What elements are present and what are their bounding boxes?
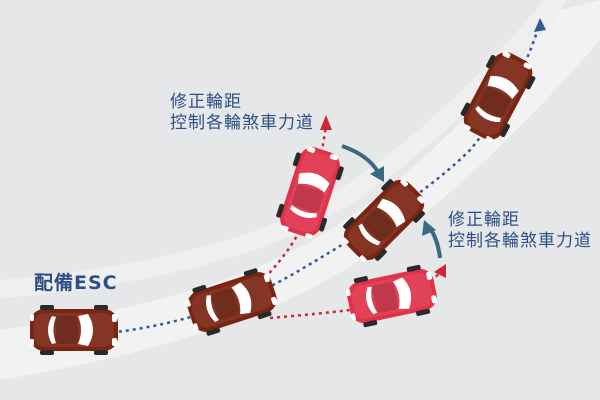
top-label-line-2: 控制各輪煞車力道 [170,113,314,133]
correction-arrow-top [341,144,380,174]
right-label-line-1: 修正輪距 [448,210,520,230]
right-correction-label: 修正輪距 控制各輪煞車力道 [448,210,592,252]
correction-arrow-right [428,226,442,259]
correction-arrow-top-head [370,166,384,182]
right-label-line-2: 控制各輪煞車力道 [448,231,592,251]
correction-path-bottom [269,271,441,320]
esc-path [69,21,542,338]
top-correction-label: 修正輪距 控制各輪煞車力道 [170,92,314,134]
correction-arrow-right-head [422,220,436,236]
esc-path-arrowhead [534,18,546,32]
esc-label: 配備ESC [34,272,118,294]
correction-path-bottom-arrowhead [434,264,446,278]
top-label-line-1: 修正輪距 [170,92,242,112]
esc-car-second [182,264,282,340]
esc-car-start [30,305,118,355]
correction-car-bottom [343,262,441,330]
correction-path-top-arrowhead [320,115,332,130]
